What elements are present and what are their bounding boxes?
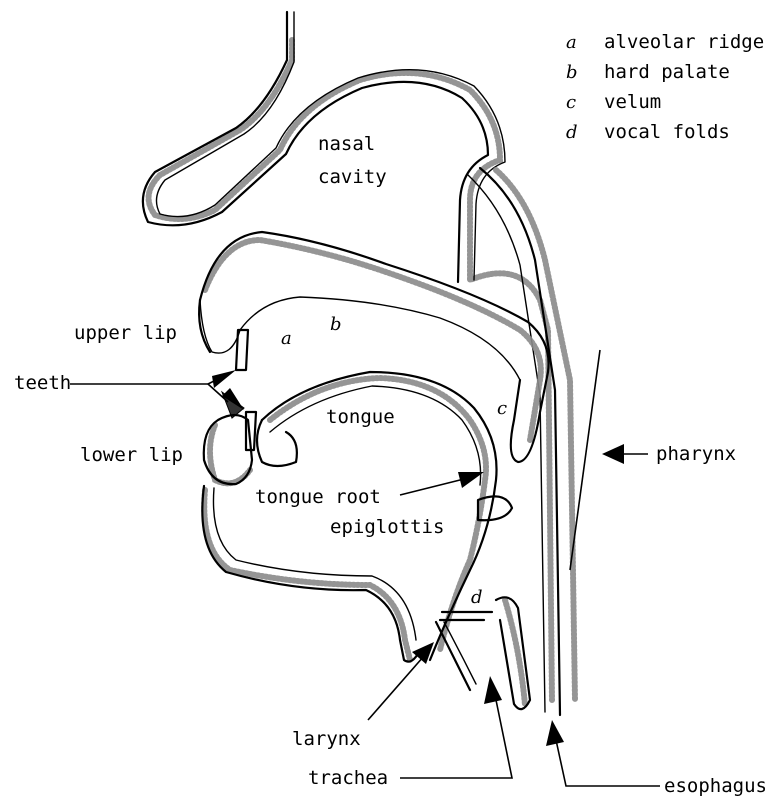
label-esophagus: esophagus [664, 775, 767, 797]
marker-c: c [497, 398, 507, 419]
esophagus-arrow-line [556, 740, 660, 786]
legend-key-a: a [566, 32, 577, 53]
pharynx-line [570, 350, 600, 570]
legend-key-b: b [566, 62, 578, 83]
label-teeth: teeth [14, 372, 71, 394]
legend: a alveolar ridge b hard palate c velum d… [566, 31, 764, 143]
tongue-root-arrow-line [400, 478, 468, 495]
label-upper-lip: upper lip [74, 322, 177, 344]
label-tongue: tongue [326, 406, 395, 428]
marker-a: a [281, 328, 292, 349]
marker-b: b [330, 314, 342, 335]
teeth-arrow-upper-head [212, 370, 236, 388]
esophagus-arrow-head [546, 720, 564, 746]
legend-label-hard-palate: hard palate [604, 61, 730, 83]
pharynx-arrow-head [602, 444, 624, 464]
legend-key-d: d [566, 122, 578, 143]
legend-key-c: c [566, 92, 576, 113]
legend-label-alveolar-ridge: alveolar ridge [604, 31, 764, 53]
label-larynx: larynx [292, 728, 361, 750]
label-lower-lip: lower lip [80, 444, 183, 466]
trachea-arrow-line [400, 700, 512, 778]
label-nasal: nasal [318, 133, 375, 155]
label-cavity: cavity [318, 166, 387, 188]
label-trachea: trachea [308, 767, 388, 789]
legend-label-velum: velum [604, 91, 661, 113]
marker-d: d [471, 587, 483, 608]
label-tongue-root: tongue root [255, 486, 381, 508]
label-pharynx: pharynx [656, 443, 736, 465]
label-epiglottis: epiglottis [330, 516, 444, 538]
trachea-arrow-head [484, 676, 502, 704]
legend-label-vocal-folds: vocal folds [604, 121, 730, 143]
larynx-arrow-line [368, 656, 424, 720]
